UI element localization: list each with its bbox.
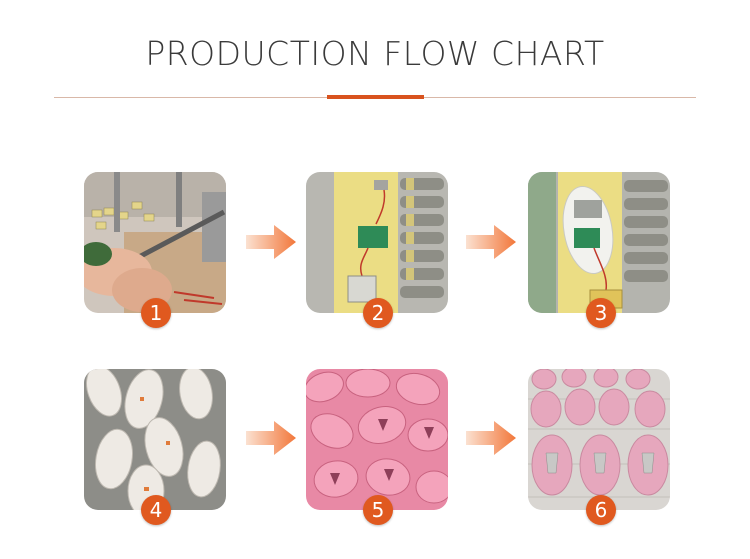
arrow-right-icon <box>246 225 296 259</box>
arrow-right-icon <box>466 421 516 455</box>
title-divider-accent <box>327 95 424 99</box>
step-1-photo <box>84 172 226 313</box>
step-6-photo <box>528 369 670 510</box>
step-number-badge: 3 <box>586 298 616 328</box>
step-5-photo <box>306 369 448 510</box>
arrow-right-icon <box>466 225 516 259</box>
step-number-badge: 4 <box>141 495 171 525</box>
step-number-badge: 6 <box>586 495 616 525</box>
step-3-photo <box>528 172 670 313</box>
step-4-photo <box>84 369 226 510</box>
step-2-photo <box>306 172 448 313</box>
step-number-badge: 2 <box>363 298 393 328</box>
page-title: PRODUCTION FLOW CHART <box>145 34 605 73</box>
step-number-badge: 1 <box>141 298 171 328</box>
arrow-right-icon <box>246 421 296 455</box>
step-number-badge: 5 <box>363 495 393 525</box>
